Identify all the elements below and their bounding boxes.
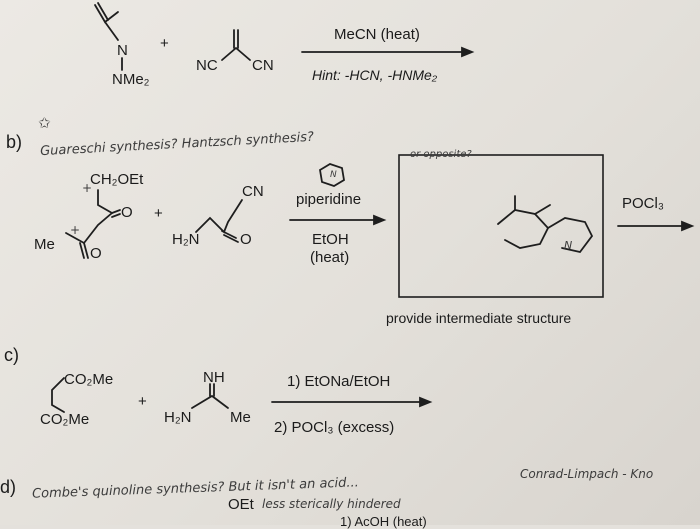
star-mark: ✩	[38, 114, 51, 132]
pocl3-label: POCl₃	[622, 195, 664, 212]
h2n-label-c: H₂N	[164, 409, 192, 426]
arrow-b-head	[373, 214, 387, 226]
label-b: b)	[6, 132, 23, 152]
cn-label-b: CN	[242, 183, 264, 200]
ch2oet-label: CH₂OEt	[90, 171, 144, 188]
enamine-skeleton	[94, 4, 119, 24]
nc-left-label: NC	[196, 57, 218, 74]
step1-label: 1) EtONa/EtOH	[287, 373, 391, 390]
ketoester-chain	[97, 189, 113, 214]
conditions-a: MeCN (heat)	[334, 26, 420, 43]
heat-label: (heat)	[310, 249, 350, 266]
ketoester-methyl	[65, 232, 85, 244]
ketoester-backbone	[83, 212, 113, 244]
label-d: d)	[0, 477, 17, 497]
me-label-c: Me	[230, 409, 251, 426]
o-ketone-label: O	[121, 204, 133, 221]
label-c: c)	[4, 345, 19, 365]
arrow-c-head	[419, 396, 433, 408]
answer-box	[398, 154, 604, 298]
enamine-bond-n	[104, 21, 119, 41]
plus-mark-1: +	[82, 181, 93, 195]
cyanoacetamide-carbonyl	[221, 230, 239, 243]
h2n-label-b: H₂N	[172, 231, 200, 248]
malonate-bonds	[51, 377, 65, 413]
enamine-double-bond	[97, 2, 109, 21]
cut-off-condition: 1) AcOH (heat)	[340, 514, 427, 529]
nh-label: NH	[203, 369, 225, 386]
plus-b: +	[154, 205, 163, 222]
me-label-b: Me	[34, 236, 55, 253]
cyanoacetamide-bonds	[195, 199, 243, 234]
handwritten-conrad-note: Conrad-Limpach - Kno	[520, 467, 654, 481]
piperidine-sketch	[319, 163, 345, 187]
ketoester-carbonyl-low	[79, 242, 89, 259]
co2me-top: CO₂Me	[64, 371, 114, 388]
arrow-a-head	[461, 46, 475, 58]
intermediate-caption: provide intermediate structure	[386, 310, 572, 326]
box-sketch-n: N	[564, 239, 573, 252]
arrow-b2-head	[681, 220, 695, 232]
hint-a: Hint: -HCN, -HNMe₂	[312, 67, 438, 83]
piperidine-sketch-n: N	[330, 170, 337, 180]
enamine-n: N	[117, 42, 128, 59]
box-sketch-right	[547, 217, 594, 254]
ketoester-carbonyl-high	[111, 209, 121, 218]
plus-a: +	[160, 35, 169, 52]
box-sketch-subst	[514, 195, 551, 215]
handwritten-hindered-note: less sterically hindered	[262, 497, 401, 511]
plus-mark-2: +	[70, 223, 81, 237]
cn-right-label: CN	[252, 57, 274, 74]
o-lower-label: O	[90, 245, 102, 262]
amidine-bonds	[191, 394, 229, 409]
step2-label: 2) POCl₃ (excess)	[274, 419, 395, 436]
plus-c: +	[138, 393, 147, 410]
box-note: or opposite?	[410, 149, 472, 160]
box-sketch-left	[497, 209, 550, 249]
etoh-label: EtOH	[312, 231, 349, 248]
piperidine-label: piperidine	[296, 191, 362, 208]
malononitrile-double-bond	[233, 29, 239, 49]
oet-label: OEt	[228, 496, 254, 513]
malononitrile-bonds	[221, 46, 251, 61]
co2me-bottom: CO₂Me	[40, 411, 90, 428]
enamine-nme2: NMe₂	[112, 71, 150, 88]
amidine-double-bond	[209, 383, 215, 397]
o-amide-label: O	[240, 231, 252, 248]
